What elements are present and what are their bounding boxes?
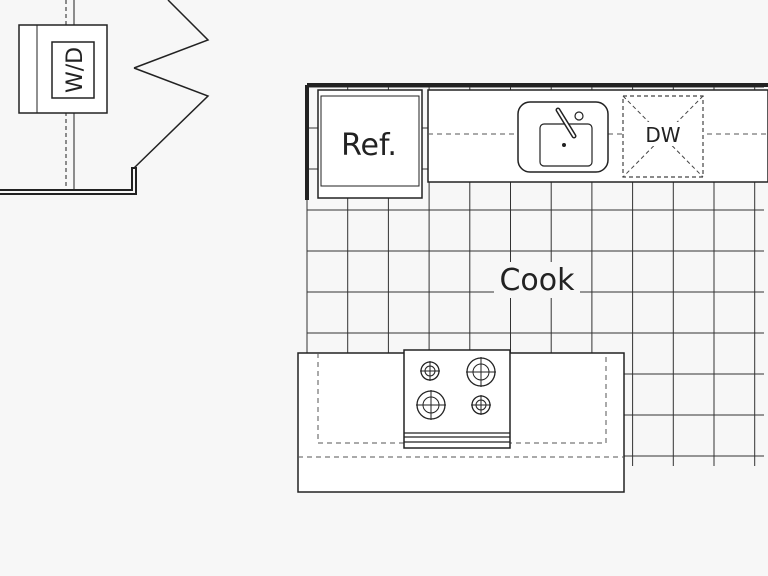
sink: [517, 101, 609, 173]
dishwasher-label: DW: [645, 123, 680, 147]
washer-dryer-panel: [51, 41, 95, 99]
cooktop: [403, 349, 511, 449]
bifold-door: [133, 67, 210, 169]
burner: [420, 361, 440, 381]
room-label-bg: [494, 262, 580, 298]
washer-dryer-label: W/D: [63, 47, 88, 93]
burner: [466, 357, 496, 387]
refrigerator-label: Ref.: [341, 128, 397, 163]
bifold-door: [133, 0, 210, 69]
sink-drain: [562, 143, 566, 147]
faucet-base: [574, 111, 584, 121]
burner: [416, 390, 446, 420]
burner: [471, 395, 491, 415]
washer-dryer: W/D: [18, 24, 108, 114]
room-label: Cook: [499, 263, 575, 298]
refrigerator: Ref.: [317, 89, 423, 199]
faucet-spout-inner: [557, 109, 575, 137]
kitchen-wall: [305, 83, 768, 200]
dishwasher: DW: [622, 95, 704, 178]
